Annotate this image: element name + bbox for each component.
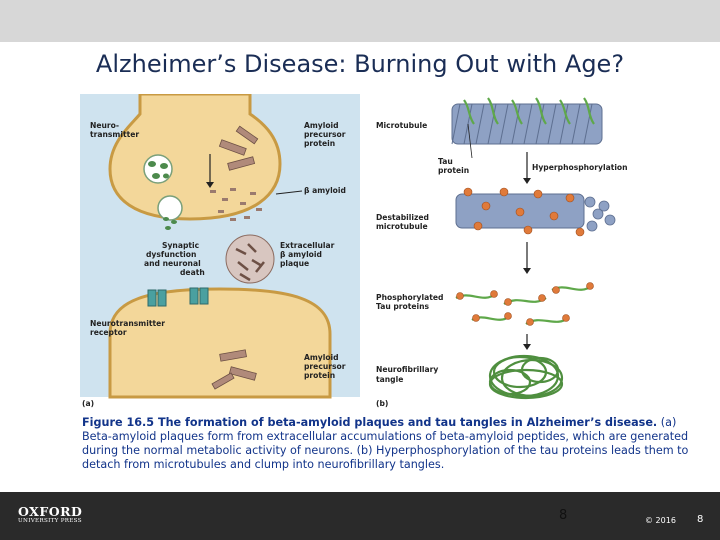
label-tau-1: Tau — [438, 157, 453, 166]
label-plaque-1: Extracellular — [280, 241, 335, 250]
label-plaque-3: plaque — [280, 259, 309, 268]
label-app-bottom-1: Amyloid — [304, 353, 339, 362]
panel-b-label: (b) — [376, 399, 388, 408]
label-hyperphosphorylation: Hyperphosphorylation — [532, 163, 628, 172]
page-number-center: 8 — [559, 508, 567, 523]
label-destabilized-2: microtubule — [376, 222, 428, 231]
label-app-bottom-3: protein — [304, 371, 335, 380]
panel-a: Neuro- transmitter Amyloid precursor pro… — [80, 94, 360, 408]
label-app-top-2: precursor — [304, 130, 346, 139]
footer-bar — [0, 492, 720, 540]
label-destabilized-1: Destabilized — [376, 213, 429, 222]
panel-a-label: (a) — [82, 399, 94, 408]
copyright: © 2016 — [645, 516, 676, 525]
label-phosphorylated-2: Tau proteins — [376, 302, 430, 311]
microtubule — [452, 98, 602, 144]
label-tau-2: protein — [438, 166, 469, 175]
logo-bottom-text: UNIVERSITY PRESS — [18, 518, 90, 525]
label-app-bottom-2: precursor — [304, 362, 346, 371]
label-app-top-3: protein — [304, 139, 335, 148]
label-synaptic-2: dysfunction — [146, 250, 196, 259]
panel-b: Microtubule Tau protein Hyperphosphoryla… — [376, 98, 628, 408]
label-neurotransmitter-2: transmitter — [90, 130, 139, 139]
neurofibrillary-tangle — [490, 356, 562, 398]
figure: Neuro- transmitter Amyloid precursor pro… — [80, 94, 648, 412]
logo-top-text: OXFORD — [18, 505, 90, 518]
amyloid-plaque — [226, 235, 274, 283]
label-synaptic-1: Synaptic — [162, 241, 199, 250]
page-number-right: 8 — [697, 514, 703, 525]
figure-caption: Figure 16.5 The formation of beta-amyloi… — [82, 416, 692, 472]
label-tangle-2: tangle — [376, 375, 403, 384]
slide-title: Alzheimer’s Disease: Burning Out with Ag… — [0, 50, 720, 78]
label-microtubule: Microtubule — [376, 121, 427, 130]
label-receptor-1: Neurotransmitter — [90, 319, 165, 328]
label-synaptic-3: and neuronal — [144, 259, 201, 268]
label-phosphorylated-1: Phosphorylated — [376, 293, 443, 302]
label-receptor-2: receptor — [90, 328, 127, 337]
label-synaptic-4: death — [180, 268, 205, 277]
label-plaque-2: β amyloid — [280, 250, 322, 259]
label-tangle-1: Neurofibrillary — [376, 365, 438, 374]
top-bar — [0, 0, 720, 42]
destabilized-microtubule — [456, 188, 615, 236]
phosphorylated-tau — [456, 283, 594, 326]
label-app-top-1: Amyloid — [304, 121, 339, 130]
caption-bold: Figure 16.5 The formation of beta-amyloi… — [82, 416, 657, 429]
label-beta-amyloid: β amyloid — [304, 186, 346, 195]
oxford-logo: OXFORD UNIVERSITY PRESS — [18, 505, 90, 529]
label-neurotransmitter-1: Neuro- — [90, 121, 119, 130]
